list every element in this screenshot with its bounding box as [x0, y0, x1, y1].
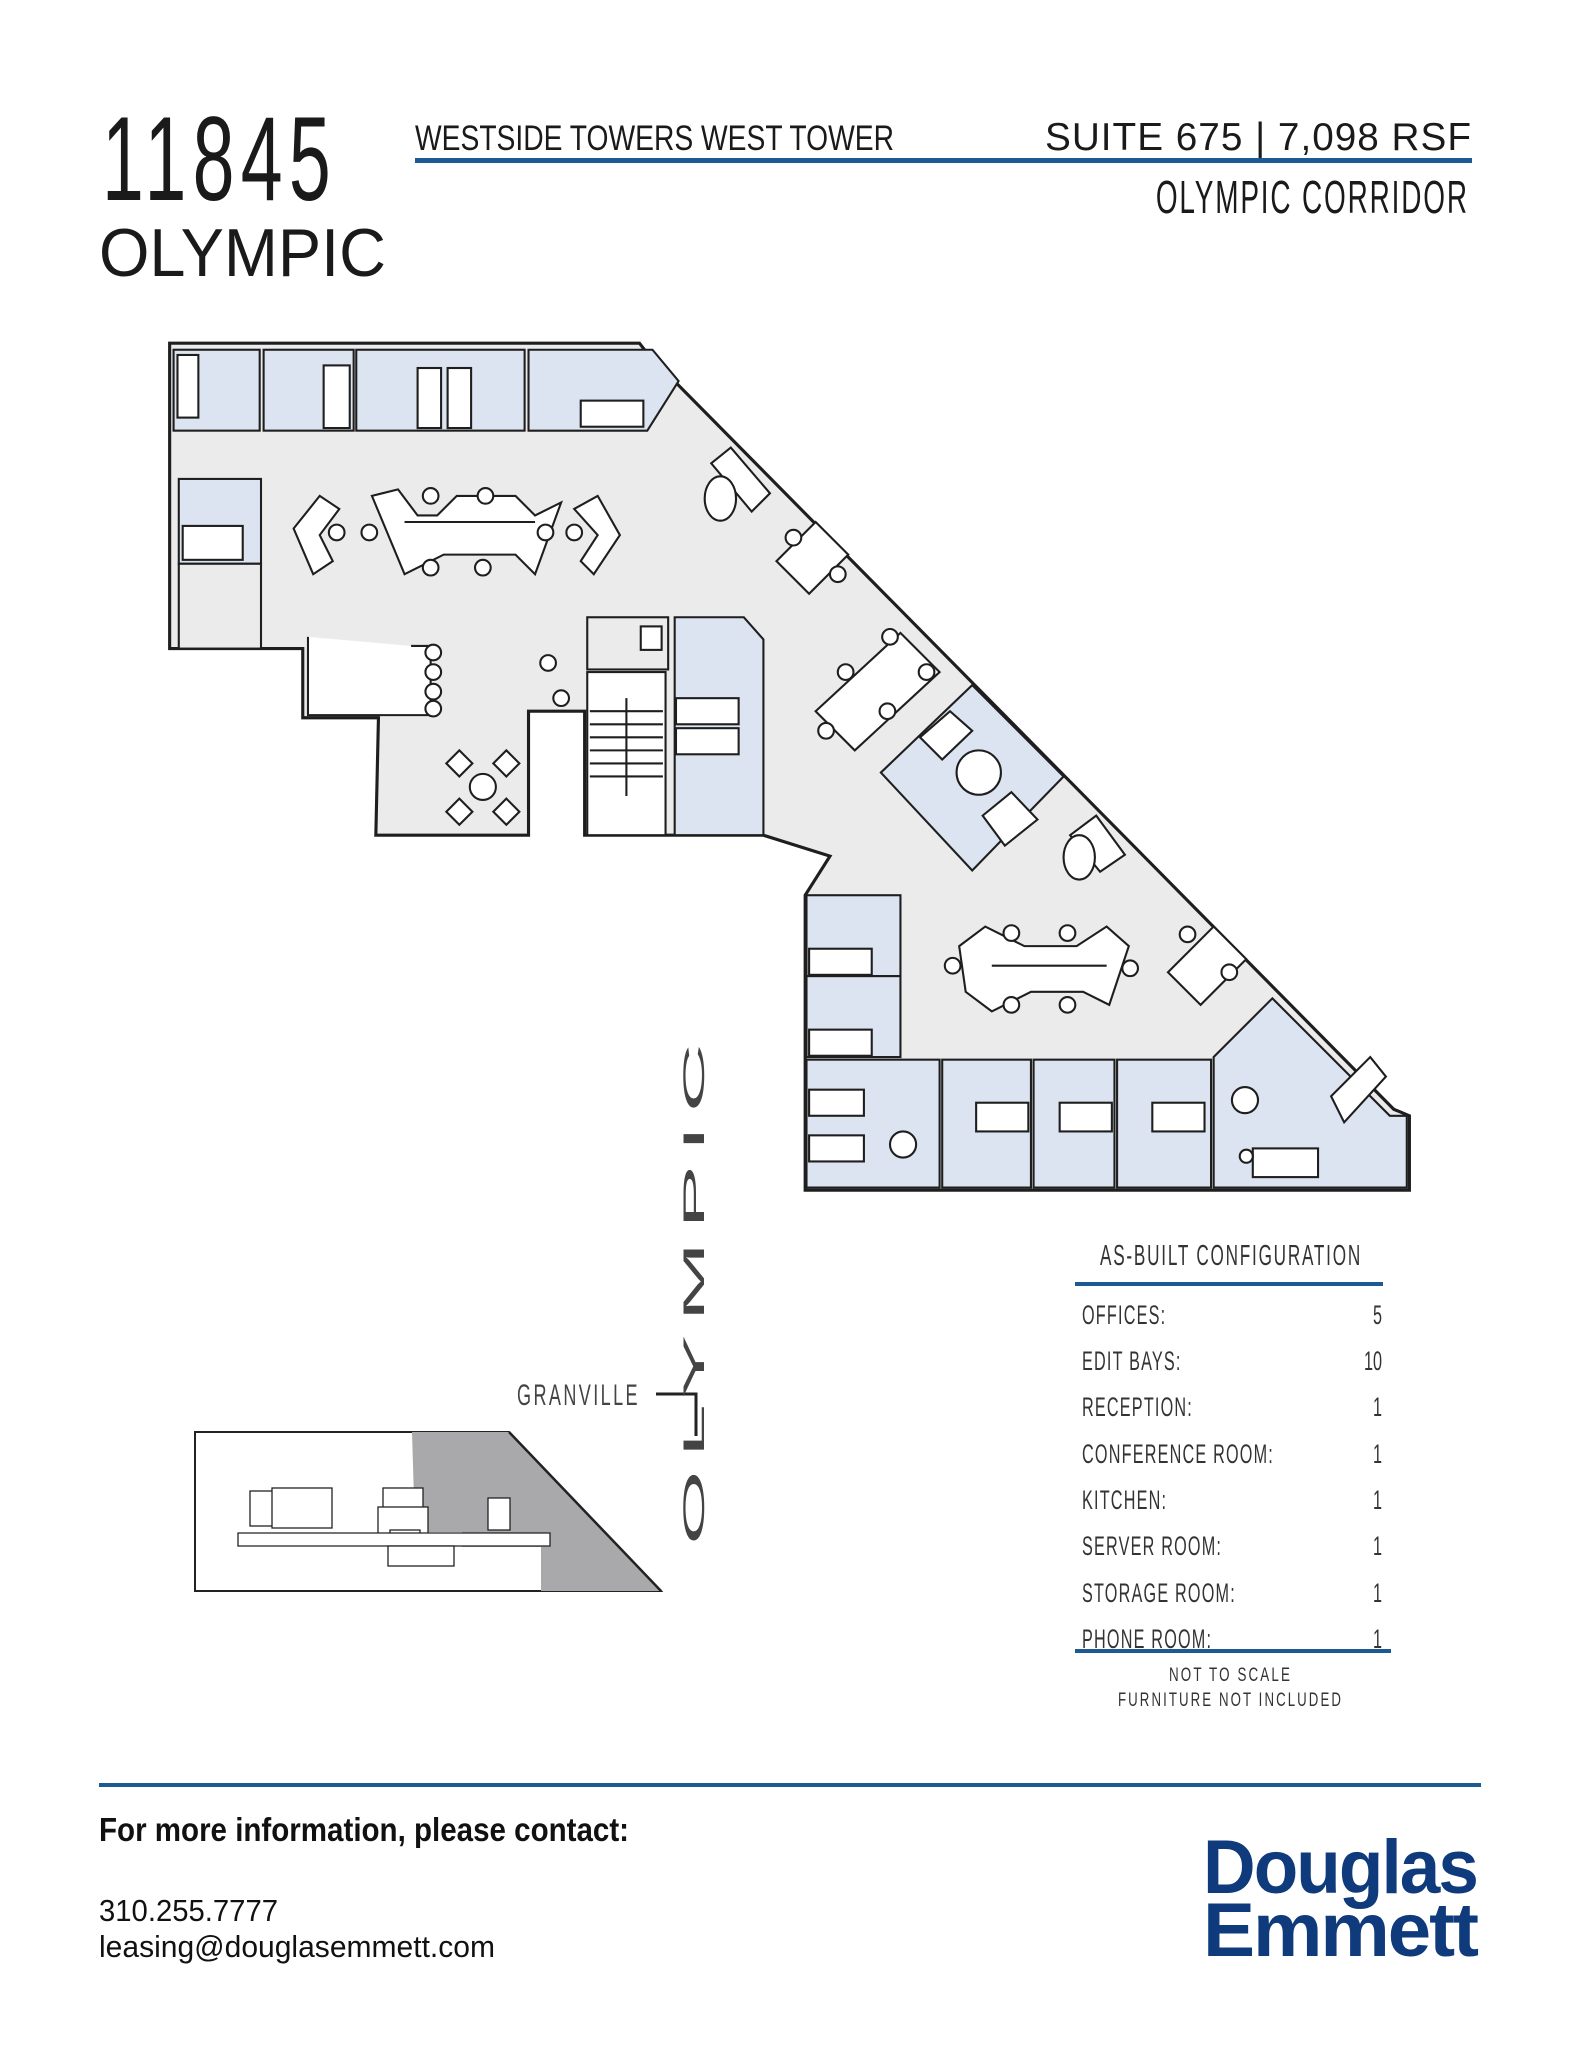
config-row-reception: RECEPTION: 1	[1082, 1394, 1382, 1424]
chairs	[327, 475, 1260, 1164]
kitchen-counter	[306, 636, 432, 717]
contact-phone[interactable]: 310.255.7777	[99, 1895, 289, 1926]
suite-info: SUITE 675 | 7,098 RSF	[1042, 118, 1472, 157]
config-value: 1	[1372, 1439, 1382, 1469]
street-name-text: OLYMPIC	[99, 215, 386, 291]
workstation-cluster	[292, 488, 1131, 1013]
note-text: FURNITURE NOT INCLUDED	[1118, 1690, 1343, 1711]
email-link[interactable]: leasing@douglasemmett.com	[99, 1929, 495, 1964]
config-row-conference-room: CONFERENCE ROOM: 1	[1082, 1441, 1382, 1471]
config-label: CONFERENCE ROOM:	[1082, 1439, 1275, 1469]
config-label: RECEPTION:	[1082, 1392, 1194, 1422]
edit-bay-room	[805, 1058, 941, 1189]
config-label: KITCHEN:	[1082, 1485, 1168, 1515]
config-row-offices: OFFICES: 5	[1082, 1302, 1382, 1332]
note-furniture: FURNITURE NOT INCLUDED	[1118, 1691, 1441, 1710]
config-row-phone-room: PHONE ROOM: 1	[1082, 1626, 1382, 1656]
suite-info-text: SUITE 675 | 7,098 RSF	[1045, 116, 1472, 159]
config-value: 5	[1372, 1300, 1382, 1330]
phone-text[interactable]: 310.255.7777	[99, 1893, 278, 1928]
building-name-text: WESTSIDE TOWERS WEST TOWER	[415, 119, 894, 158]
config-label: EDIT BAYS:	[1082, 1346, 1182, 1376]
config-label: OFFICES:	[1082, 1300, 1167, 1330]
config-title: AS-BUILT CONFIGURATION	[1100, 1242, 1543, 1271]
address-number-text: 11845	[102, 92, 337, 226]
config-row-edit-bays: EDIT BAYS: 10	[1082, 1348, 1382, 1378]
floor-plan	[168, 341, 1411, 1192]
building-name: WESTSIDE TOWERS WEST TOWER	[415, 121, 1009, 156]
north-arrow-line	[656, 1392, 698, 1436]
contact-email[interactable]: leasing@douglasemmett.com	[99, 1931, 508, 1962]
contact-heading-text: For more information, please contact:	[99, 1811, 629, 1848]
key-plan-suite-highlight	[412, 1432, 661, 1591]
config-value: 1	[1372, 1578, 1382, 1608]
note-not-to-scale: NOT TO SCALE	[1169, 1666, 1343, 1685]
config-label: SERVER ROOM:	[1082, 1531, 1223, 1561]
config-value: 10	[1363, 1346, 1382, 1376]
key-plan-street-north: GRANVILLE	[517, 1381, 721, 1411]
street-name: OLYMPIC	[99, 219, 400, 287]
config-title-text: AS-BUILT CONFIGURATION	[1100, 1240, 1362, 1272]
header-rule	[415, 158, 1472, 163]
config-row-storage-room: STORAGE ROOM: 1	[1082, 1580, 1382, 1610]
config-row-server-room: SERVER ROOM: 1	[1082, 1533, 1382, 1563]
config-value: 1	[1372, 1531, 1382, 1561]
key-plan-core	[237, 1487, 551, 1567]
olympic-label: OLYMPIC	[678, 1030, 711, 1545]
address-number: 11845	[102, 99, 477, 219]
rooms	[172, 348, 1408, 1189]
office-room	[673, 616, 765, 837]
config-value: 1	[1372, 1624, 1382, 1654]
config-label: STORAGE ROOM:	[1082, 1578, 1236, 1608]
corner-room	[1212, 996, 1408, 1189]
config-value: 1	[1372, 1392, 1382, 1422]
logo-line-2: Emmett	[1203, 1893, 1479, 1969]
config-top-rule	[1075, 1282, 1383, 1286]
config-bottom-rule	[1075, 1649, 1391, 1653]
logo-text: Douglas	[1203, 1825, 1479, 1910]
logo-text: Emmett	[1203, 1888, 1479, 1973]
lounge-seats	[444, 625, 663, 827]
storage-room	[177, 562, 263, 650]
granville-label: GRANVILLE	[517, 1379, 640, 1412]
desks	[176, 353, 1388, 1179]
contact-heading: For more information, please contact:	[99, 1813, 691, 1846]
config-value: 1	[1372, 1485, 1382, 1515]
submarket: OLYMPIC CORRIDOR	[954, 174, 1469, 220]
key-plan	[194, 1392, 698, 1592]
config-label: PHONE ROOM:	[1082, 1624, 1213, 1654]
key-plan-street-east: OLYMPIC	[678, 1030, 711, 1545]
config-row-kitchen: KITCHEN: 1	[1082, 1487, 1382, 1517]
logo-line-1: Douglas	[1203, 1830, 1489, 1906]
stairwell	[586, 671, 667, 837]
submarket-text: OLYMPIC CORRIDOR	[1156, 171, 1469, 223]
footer-rule	[99, 1783, 1481, 1787]
note-text: NOT TO SCALE	[1169, 1665, 1292, 1686]
